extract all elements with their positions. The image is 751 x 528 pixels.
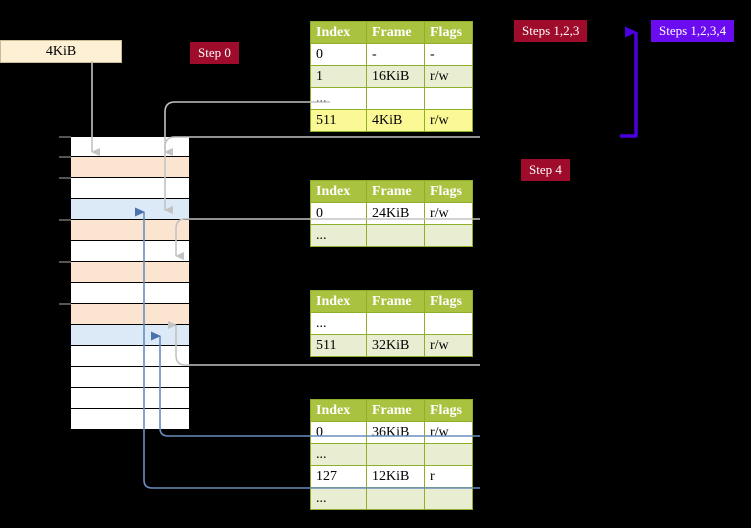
cell-flags — [424, 443, 473, 466]
cell-flags — [424, 487, 473, 510]
cell-index: ... — [310, 312, 367, 335]
cell-flags — [424, 312, 473, 335]
cell-frame — [366, 443, 425, 466]
column-header: Frame — [366, 290, 425, 313]
cell-index: 0 — [310, 43, 367, 66]
cell-frame: 24KiB — [366, 202, 425, 225]
memory-frame-row — [70, 241, 190, 262]
memory-frame-row — [70, 409, 190, 430]
steps-123-badge: Steps 1,2,3 — [514, 20, 588, 42]
column-header: Index — [310, 180, 367, 203]
column-header: Index — [310, 21, 367, 44]
column-header: Frame — [366, 399, 425, 422]
memory-frame-row — [70, 325, 190, 346]
cell-index: 0 — [310, 202, 367, 225]
cell-index: ... — [310, 487, 367, 510]
memory-frame-row — [70, 199, 190, 220]
cell-flags: r/w — [424, 334, 473, 357]
memory-frame-row — [70, 388, 190, 409]
column-header: Index — [310, 399, 367, 422]
memory-frame-row — [70, 283, 190, 304]
column-header: Frame — [366, 21, 425, 44]
table-row: ... — [310, 224, 473, 247]
table-row: ... — [310, 443, 473, 466]
memory-frame-row — [59, 136, 190, 157]
cell-index: 511 — [310, 334, 367, 357]
cell-frame: 16KiB — [366, 65, 425, 88]
cell-frame — [366, 224, 425, 247]
cell-flags: r — [424, 465, 473, 488]
memory-frame-row — [59, 156, 190, 178]
memory-frame-row — [70, 346, 190, 367]
cell-flags: - — [424, 43, 473, 66]
table-row: ... — [310, 87, 473, 110]
cell-index: 127 — [310, 465, 367, 488]
memory-frame-row — [59, 177, 190, 199]
memory-row-tick — [59, 156, 71, 158]
cell-index: ... — [310, 443, 367, 466]
cell-flags — [424, 224, 473, 247]
table-row: ... — [310, 312, 473, 335]
step-4-badge: Step 4 — [521, 159, 570, 181]
cell-index: ... — [310, 224, 367, 247]
memory-frame-row — [59, 303, 190, 325]
cell-frame: 4KiB — [366, 109, 425, 132]
cell-frame — [366, 87, 425, 110]
size-label-box: 4KiB — [0, 40, 122, 63]
column-header: Index — [310, 290, 367, 313]
column-header: Flags — [424, 180, 473, 203]
column-header: Frame — [366, 180, 425, 203]
cell-flags — [424, 87, 473, 110]
cell-index: ... — [310, 87, 367, 110]
cell-index: 511 — [310, 109, 367, 132]
memory-frame-row — [70, 367, 190, 388]
cell-index: 0 — [310, 421, 367, 444]
cell-flags: r/w — [424, 109, 473, 132]
memory-frame-row — [59, 261, 190, 283]
column-header: Flags — [424, 290, 473, 313]
table-row: ... — [310, 487, 473, 510]
connector-steps-bracket — [620, 26, 638, 138]
cell-flags: r/w — [424, 65, 473, 88]
cell-index: 1 — [310, 65, 367, 88]
cell-frame — [366, 487, 425, 510]
memory-row-tick — [59, 219, 71, 221]
steps-1234-badge: Steps 1,2,3,4 — [651, 20, 735, 42]
physical-memory-column — [59, 136, 190, 430]
table-row: 0-- — [310, 43, 473, 66]
cell-frame: - — [366, 43, 425, 66]
step-0-badge: Step 0 — [190, 42, 239, 64]
cell-flags: r/w — [424, 421, 473, 444]
cell-frame: 32KiB — [366, 334, 425, 357]
memory-row-tick — [59, 261, 71, 263]
column-header: Flags — [424, 21, 473, 44]
cell-frame: 36KiB — [366, 421, 425, 444]
cell-frame: 12KiB — [366, 465, 425, 488]
connector-pml4-to-memory — [164, 136, 480, 156]
column-header: Flags — [424, 399, 473, 422]
cell-flags: r/w — [424, 202, 473, 225]
memory-row-tick — [59, 136, 71, 138]
memory-row-tick — [59, 177, 71, 179]
cell-frame — [366, 312, 425, 335]
memory-row-tick — [59, 303, 71, 305]
memory-frame-row — [59, 219, 190, 241]
